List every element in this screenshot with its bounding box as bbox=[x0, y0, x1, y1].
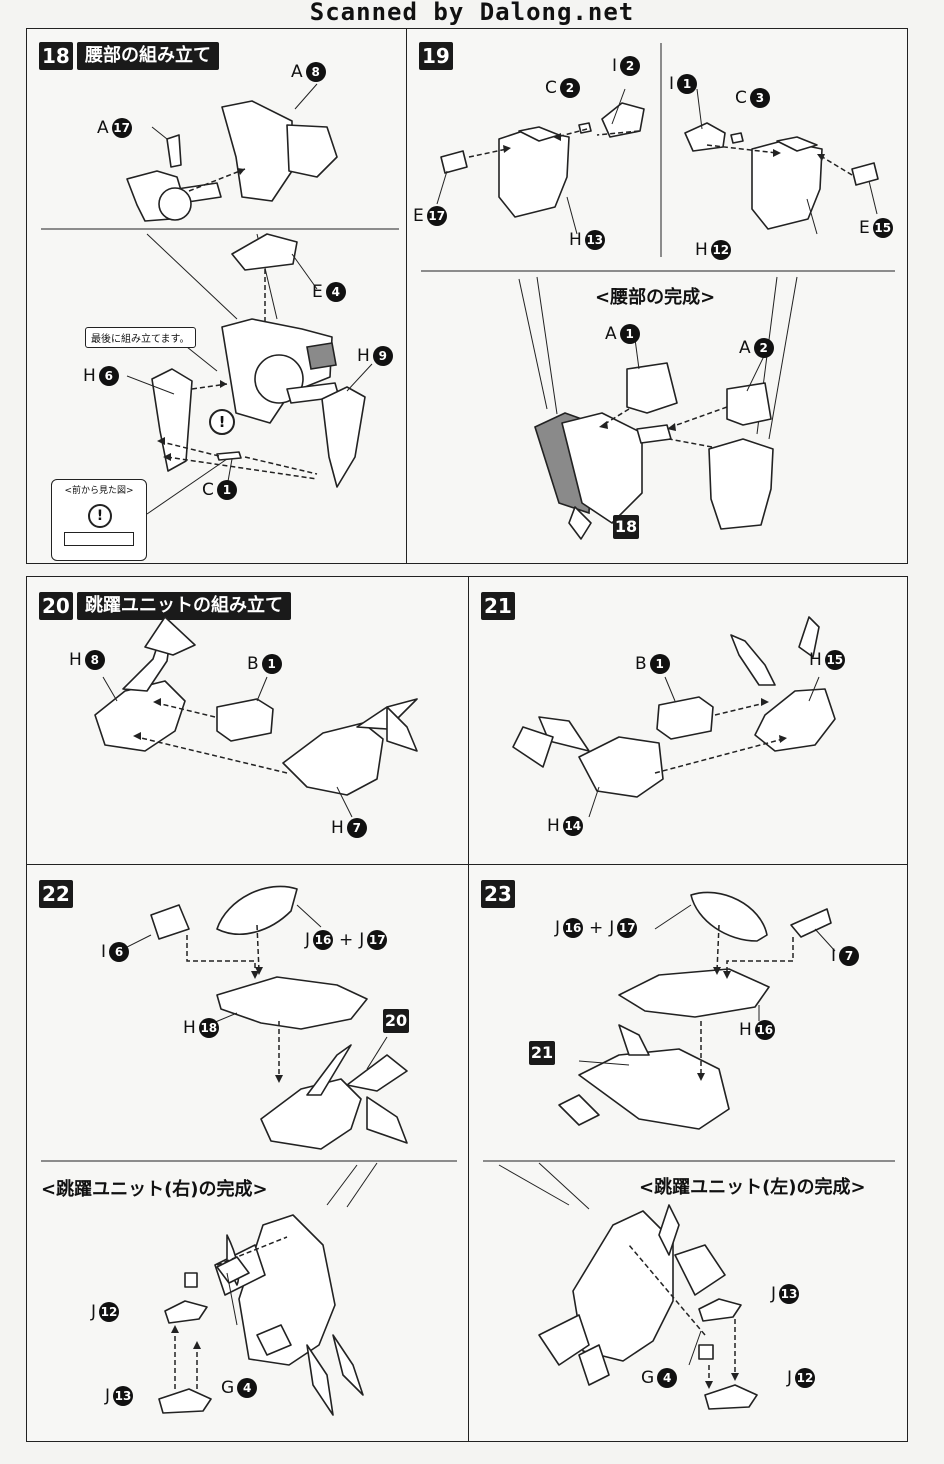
assembly-note: 最後に組み立てます。 bbox=[85, 327, 196, 348]
step-reference-badge: 21 bbox=[529, 1041, 555, 1065]
front-view-label: <前から見た図> bbox=[64, 486, 134, 496]
scan-credit: Scanned by Dalong.net bbox=[309, 0, 635, 26]
step-title: 腰部の組み立て bbox=[77, 42, 219, 70]
step-number: 20 bbox=[39, 592, 73, 620]
step-number: 18 bbox=[39, 42, 73, 70]
step-number: 21 bbox=[481, 592, 515, 620]
step-number: 19 bbox=[419, 42, 453, 70]
exclamation-icon: ! bbox=[88, 504, 112, 528]
plus-sign: + bbox=[589, 918, 604, 938]
pin-view-shape bbox=[64, 532, 134, 546]
step-title: 跳躍ユニットの組み立て bbox=[77, 592, 291, 620]
front-view-inset: <前から見た図> ! bbox=[51, 479, 147, 561]
step-23-diagram bbox=[483, 891, 895, 1410]
exclamation-icon: ! bbox=[209, 409, 235, 435]
step-19-panel: 19 bbox=[406, 28, 908, 564]
step-number: 22 bbox=[39, 880, 73, 908]
waist-complete-label: <腰部の完成> bbox=[595, 287, 716, 308]
step-reference-badge: 20 bbox=[383, 1009, 409, 1033]
plus-sign: + bbox=[339, 930, 354, 950]
step-number: 23 bbox=[481, 880, 515, 908]
step-20-diagram bbox=[94, 616, 418, 818]
step-21-diagram bbox=[512, 616, 836, 818]
step-18-panel: 18 腰部の組み立て bbox=[26, 28, 408, 564]
step-reference-badge: 18 bbox=[613, 515, 639, 539]
step-22-panel: 22 bbox=[26, 864, 470, 1442]
step-18-diagram bbox=[41, 83, 399, 515]
step-22-diagram bbox=[41, 885, 457, 1416]
right-unit-complete-label: <跳躍ユニット(右)の完成> bbox=[41, 1179, 268, 1200]
step-19-diagram bbox=[421, 43, 895, 540]
left-unit-complete-label: <跳躍ユニット(左)の完成> bbox=[639, 1177, 866, 1198]
